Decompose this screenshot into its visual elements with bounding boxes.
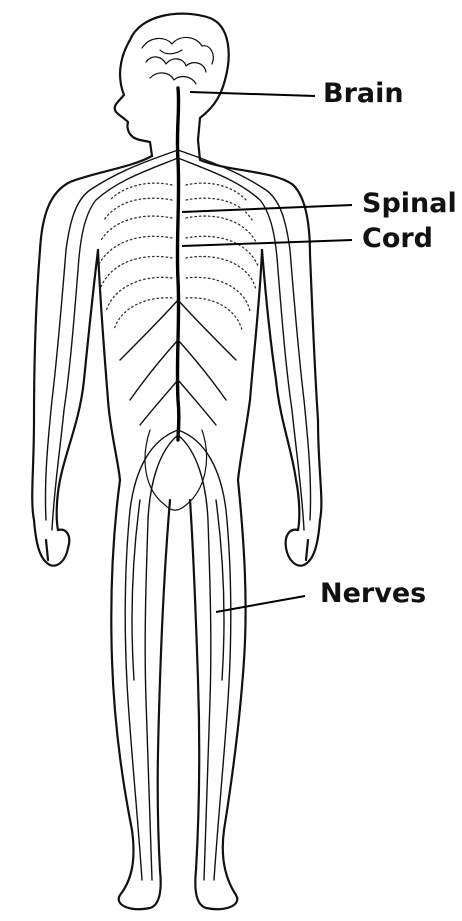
leg-right-inner — [190, 500, 199, 870]
hand-right — [286, 520, 320, 566]
cord-label: Cord — [362, 225, 433, 253]
leg-left-inner — [158, 500, 170, 870]
cord-leader-line — [182, 240, 352, 246]
head-outline — [115, 14, 229, 156]
nerves-leader-line — [216, 596, 305, 612]
leg-left-outer — [111, 480, 160, 909]
brain-folds — [142, 37, 213, 84]
spinal-label: Spinal — [362, 190, 457, 218]
nerves-label: Nerves — [320, 580, 426, 608]
waist-right — [238, 250, 262, 480]
brain-label: Brain — [323, 80, 404, 108]
brain-leader-line — [190, 92, 315, 96]
spinal-cord — [177, 88, 178, 440]
waist-left — [98, 250, 120, 480]
